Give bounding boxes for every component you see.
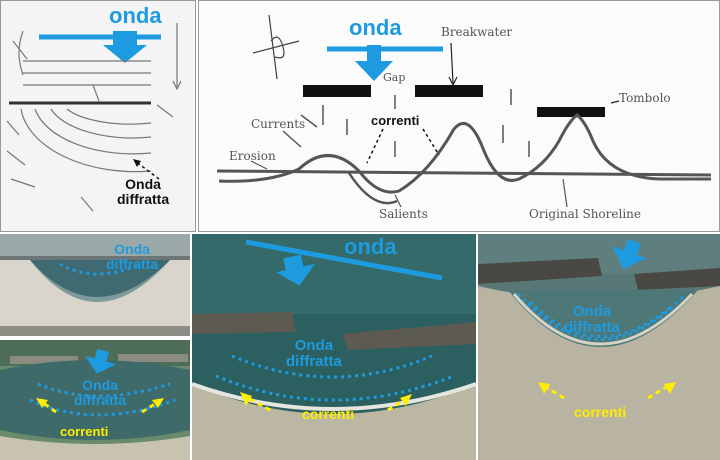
photo-small-top-scene (0, 234, 190, 336)
diffracted-label-line2: diffratta (74, 391, 127, 408)
photo-small-top: Onda diffratta (0, 234, 190, 336)
sketch-panel-diffraction: onda Onda diffratta (0, 0, 196, 232)
diffracted-label-line1: Onda (114, 241, 150, 257)
diffracted-wave-label: Onda diffratta (286, 338, 342, 370)
diffracted-wave-label: Onda diffratta (106, 242, 158, 271)
diffracted-wave-label: Onda diffratta (74, 378, 126, 407)
photo-small-bottom: Onda diffratta correnti (0, 340, 190, 460)
photo-small-bottom-scene (0, 340, 190, 460)
diffracted-label-line2: diffratta (106, 255, 159, 272)
wave-label: onda (344, 234, 397, 259)
currents-label: correnti (302, 406, 355, 422)
diffracted-wave-label: Onda diffratta (117, 177, 169, 206)
diffraction-sketch (6, 23, 182, 212)
photo-center-scene (192, 234, 476, 460)
sketch-panel-breakwater: onda Breakwater Gap Tombolo Currents cor… (198, 0, 720, 232)
currents-label: correnti (60, 424, 109, 439)
diffracted-wave-label: Onda diffratta (564, 304, 620, 336)
diffracted-label-line2: diffratta (117, 190, 170, 207)
currents-label: Currents (251, 117, 306, 131)
breakwater-label: Breakwater (441, 25, 513, 39)
diffracted-label-line2: diffratta (286, 352, 342, 370)
currents-label: correnti (574, 404, 627, 420)
erosion-label: Erosion (229, 149, 276, 163)
diffracted-label-line1: Onda (82, 377, 118, 393)
diffracted-label-line1: Onda (572, 303, 612, 320)
diffracted-label-line2: diffratta (564, 318, 620, 336)
diffracted-label-line1: Onda (125, 176, 161, 192)
original-shoreline-label: Original Shoreline (529, 207, 641, 221)
photo-center: onda Onda diffratta correnti (192, 234, 476, 460)
gap-label: Gap (383, 71, 406, 84)
tombolo-label: Tombolo (619, 91, 671, 105)
salient-label: Salients (379, 207, 428, 221)
wave-label: onda (349, 15, 402, 40)
photo-right-scene (478, 234, 720, 460)
wave-label: onda (109, 3, 162, 28)
correnti-label: correnti (371, 113, 420, 128)
diffracted-label-line1: Onda (294, 337, 334, 354)
photo-right: Onda diffratta correnti (478, 234, 720, 460)
breakwater-sketch (216, 14, 712, 208)
